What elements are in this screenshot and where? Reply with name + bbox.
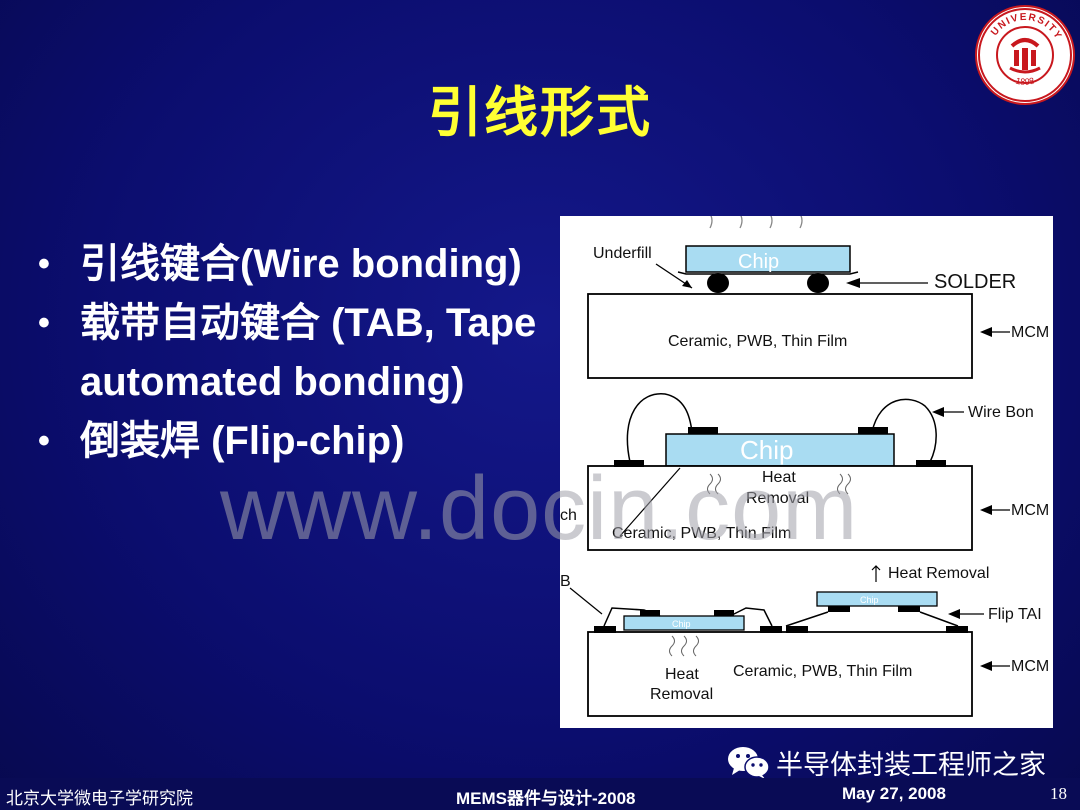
chip-label: Chip xyxy=(740,435,793,465)
solder-bump xyxy=(707,273,729,293)
chip-label: Chip xyxy=(738,251,779,273)
solder-bump xyxy=(807,273,829,293)
mcm-label: MCM xyxy=(1011,658,1049,675)
bullet-list: • 引线键合(Wire bonding) • 载带自动键合 (TAB, Tape… xyxy=(38,235,548,471)
footer-institute: 北京大学微电子学研究院 xyxy=(6,789,193,809)
mcm-label: MCM xyxy=(1011,324,1049,341)
logo-year: 1898 xyxy=(1015,76,1036,87)
chip xyxy=(665,433,895,467)
solder-label: SOLDER xyxy=(934,271,1016,293)
substrate xyxy=(587,293,973,379)
bullet-text: 倒装焊 (Flip-chip) xyxy=(80,419,405,463)
substrate-label: Ceramic, PWB, Thin Film xyxy=(612,525,791,542)
page-number: 18 xyxy=(1050,784,1067,803)
heat-removal-label: Heat Removal xyxy=(888,565,989,582)
underfill-label: Underfill xyxy=(593,245,652,262)
packaging-diagram: Chip Underfill SOLDER Ceramic, PWB, Thin… xyxy=(560,216,1053,728)
bullet-dot: • xyxy=(38,245,50,283)
bullet-text: 引线键合(Wire bonding) xyxy=(80,242,522,286)
svg-text:Chip: Chip xyxy=(672,619,691,629)
svg-text:Chip: Chip xyxy=(860,595,879,605)
bullet-item: • 引线键合(Wire bonding) xyxy=(38,235,548,294)
footer-bar: 北京大学微电子学研究院 MEMS器件与设计-2008 May 27, 2008 … xyxy=(0,778,1080,810)
bullet-dot: • xyxy=(38,422,50,460)
footer-date: May 27, 2008 xyxy=(842,784,946,803)
watermark: www.docin.com xyxy=(220,459,859,559)
wechat-credit: 半导体封装工程师之家 xyxy=(726,742,1046,782)
wechat-icon xyxy=(728,747,770,779)
substrate xyxy=(587,631,973,717)
flip-chip-panel: Chip Underfill SOLDER Ceramic, PWB, Thin… xyxy=(587,216,1049,379)
heat-label: Heat xyxy=(762,469,796,486)
substrate-label: Ceramic, PWB, Thin Film xyxy=(668,333,847,350)
removal-label: Removal xyxy=(650,686,713,703)
flip-tab-label: Flip TAI xyxy=(988,606,1042,623)
footer-course: MEMS器件与设计-2008 xyxy=(456,789,636,808)
cropped-label: ch xyxy=(560,507,577,524)
tab-panel: B Heat Removal Chip Flip TAI Chip xyxy=(560,565,1049,717)
bullet-dot: • xyxy=(38,304,50,342)
chip xyxy=(623,615,745,631)
svg-text:1898: 1898 xyxy=(1015,76,1036,87)
cropped-label: B xyxy=(560,573,571,590)
slide-title: 引线形式 xyxy=(428,81,652,144)
heat-label: Heat xyxy=(665,666,699,683)
removal-label: Removal xyxy=(746,490,809,507)
bullet-item: • 倒装焊 (Flip-chip) xyxy=(38,412,548,471)
substrate-label: Ceramic, PWB, Thin Film xyxy=(733,663,912,680)
peking-university-logo: UNIVERSITY 1898 xyxy=(975,5,1075,105)
wechat-label: 半导体封装工程师之家 xyxy=(776,749,1046,781)
bullet-text: 载带自动键合 (TAB, Tape automated bonding) xyxy=(80,301,537,404)
substrate xyxy=(587,465,973,551)
bullet-item: • 载带自动键合 (TAB, Tape automated bonding) xyxy=(38,294,548,412)
wire-bond-label: Wire Bon xyxy=(968,404,1034,421)
mcm-label: MCM xyxy=(1011,502,1049,519)
chip xyxy=(685,245,851,273)
wire-bond-panel: Chip Heat Removal Ceramic, PWB, Thin Fil… xyxy=(560,393,1049,551)
chip xyxy=(816,591,938,607)
